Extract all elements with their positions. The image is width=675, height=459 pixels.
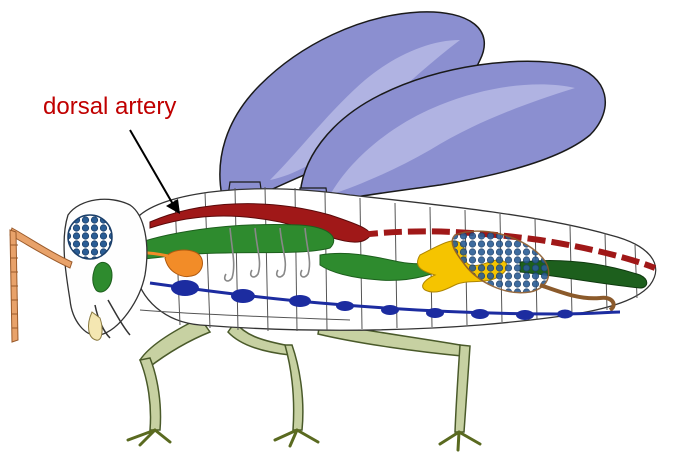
body — [99, 187, 656, 331]
feet — [128, 430, 480, 450]
wings — [220, 12, 605, 205]
antenna — [10, 228, 72, 342]
compound-eye — [68, 215, 112, 259]
head — [64, 199, 147, 340]
front-leg-lower — [140, 358, 161, 430]
hind-foot — [440, 432, 480, 450]
antenna-upper — [10, 228, 72, 268]
dorsal-artery-label: dorsal artery — [43, 93, 176, 120]
legs — [140, 318, 470, 432]
label-arrow-line — [130, 130, 174, 206]
annotation: dorsal artery — [43, 93, 180, 214]
front-foot — [128, 430, 170, 445]
mid-foot — [275, 430, 318, 446]
mid-leg-lower — [285, 345, 303, 430]
hind-leg-lower — [455, 345, 470, 432]
